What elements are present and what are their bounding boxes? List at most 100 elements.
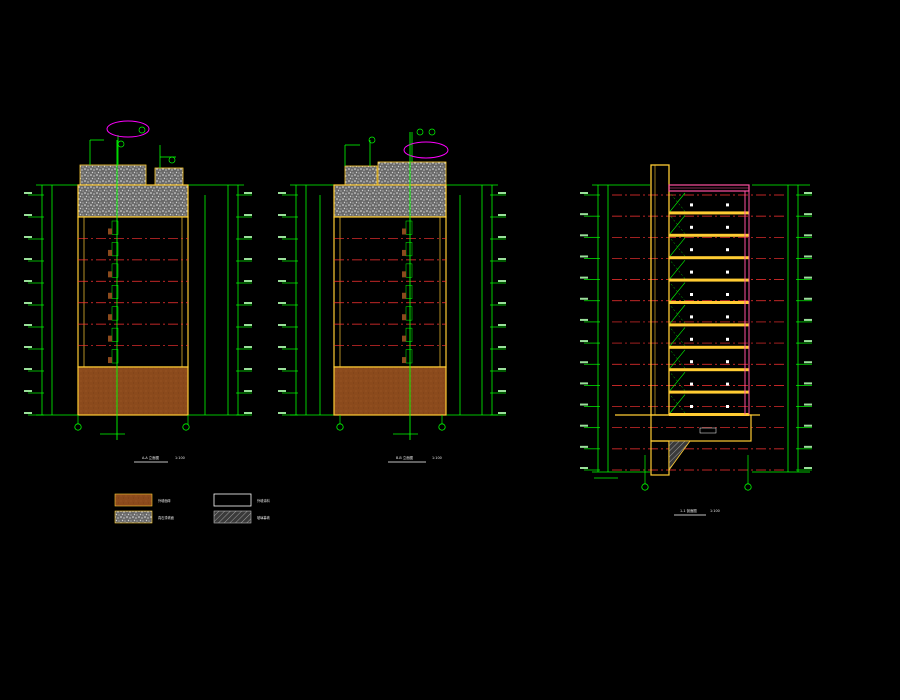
floor-slab [669, 256, 749, 260]
elevation-2: B-B 立面图 1:100 [278, 128, 506, 463]
window-sill [108, 228, 112, 235]
axis-bubble-1a [74, 423, 82, 431]
level-marker [804, 192, 812, 194]
level-marker [244, 192, 252, 194]
level-marker [498, 192, 506, 194]
level-marker [580, 382, 588, 385]
room-tag [690, 337, 693, 341]
level-marker [244, 214, 252, 216]
elevation-1-parapet [77, 184, 189, 218]
level-marker [580, 361, 588, 364]
elevation-1-scale: 1:100 [175, 456, 185, 460]
window-sill [402, 249, 406, 256]
level-marker [580, 297, 588, 300]
level-marker [804, 424, 812, 427]
room-tag [690, 360, 693, 364]
room-tag [726, 203, 729, 207]
level-marker [278, 192, 286, 194]
level-marker [498, 346, 506, 348]
axis-bubble-2b [438, 423, 446, 431]
level-marker [498, 258, 506, 260]
stair-flight [669, 192, 686, 212]
elevation-2-dim-left [290, 184, 334, 416]
floor-slab [669, 211, 749, 215]
window-panel [111, 327, 119, 342]
stone-swatch [114, 510, 153, 524]
stair-flight [669, 349, 686, 369]
elevation-2-scale: 1:100 [432, 456, 442, 460]
window-sill [402, 314, 406, 321]
elevation-1-facade [77, 216, 189, 368]
level-marker [278, 346, 286, 348]
level-marker [580, 234, 588, 237]
level-marker [278, 390, 286, 392]
room-tag [726, 248, 729, 252]
room-tag [726, 293, 729, 296]
level-marker [244, 324, 252, 326]
elevation-1-floor-lines [78, 238, 188, 346]
window-sill [402, 228, 406, 235]
floor-slab [669, 368, 749, 372]
level-marker [24, 324, 32, 326]
axis-bubble-sa [641, 483, 649, 491]
room-tag [690, 270, 693, 274]
window-sill [402, 357, 406, 364]
level-marker [278, 258, 286, 260]
level-marker [24, 346, 32, 348]
level-marker [580, 403, 588, 406]
level-marker [24, 368, 32, 370]
window-sill [108, 357, 112, 364]
elevation-1-title: A-A 立面图 [142, 455, 160, 460]
window-panel [405, 220, 413, 235]
level-marker [804, 445, 812, 448]
level-marker [244, 302, 252, 304]
level-marker [580, 340, 588, 343]
elevation-2-facade [333, 216, 447, 368]
section-stair-flights [669, 192, 686, 414]
level-marker [244, 236, 252, 238]
level-marker [804, 318, 812, 321]
room-tag [726, 382, 729, 386]
stair-flight [669, 372, 686, 391]
level-marker [804, 340, 812, 343]
level-marker [804, 403, 812, 406]
level-marker [24, 302, 32, 304]
section-dim-left [592, 184, 650, 473]
level-marker [244, 280, 252, 282]
window-panel [405, 327, 413, 342]
stair-flight [669, 304, 686, 324]
level-marker [498, 412, 506, 414]
level-marker [278, 412, 286, 414]
room-tag [690, 293, 693, 296]
elevation-1-brick-base [77, 366, 189, 416]
room-tag [726, 360, 729, 364]
elevation-2-dim-right [446, 184, 498, 416]
window-panel [111, 263, 119, 278]
room-tag [726, 225, 729, 229]
elevation-1-window-blocks [108, 220, 119, 364]
level-marker [498, 390, 506, 392]
room-tag [690, 225, 693, 229]
level-marker [580, 276, 588, 279]
level-marker [244, 346, 252, 348]
axis-bubble-sb [744, 483, 752, 491]
floor-slab [669, 390, 749, 394]
elevation-2-title: B-B 立面图 [396, 455, 414, 460]
window-panel [111, 306, 119, 321]
level-marker [804, 361, 812, 364]
window-sill [402, 292, 406, 299]
legend-label-hatch: 玻璃幕墙 [257, 515, 271, 520]
window-panel [405, 306, 413, 321]
window-sill [108, 271, 112, 278]
axis-bubble-2a [336, 423, 344, 431]
level-marker [24, 192, 32, 194]
window-sill [108, 314, 112, 321]
level-marker [580, 192, 588, 194]
elevation-1-level-ticks [24, 192, 252, 416]
section-title: 1-1 剖面图 [680, 508, 697, 513]
level-marker [498, 214, 506, 216]
section-scale: 1:100 [710, 509, 720, 513]
level-marker [498, 302, 506, 304]
level-marker [278, 236, 286, 238]
level-marker [24, 214, 32, 216]
